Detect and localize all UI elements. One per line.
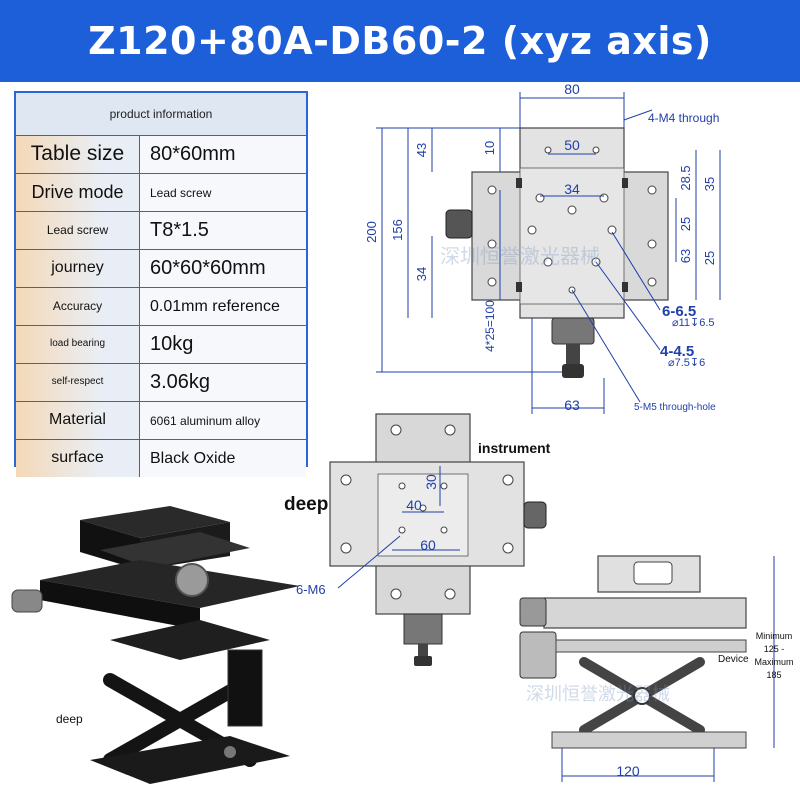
table-row: Table size 80*60mm — [16, 136, 306, 174]
callout-hole1: 6-6.5 — [662, 303, 696, 320]
row-value: 80*60mm — [140, 136, 306, 173]
dim-63-bottom: 63 — [564, 397, 580, 413]
deep-label-mid: deep — [284, 494, 329, 515]
dim-120: 120 — [616, 763, 640, 779]
dim-156: 156 — [390, 219, 405, 241]
row-value: 60*60*60mm — [140, 250, 306, 287]
device-label: Device — [718, 654, 749, 665]
dim-30: 30 — [423, 474, 439, 490]
callout-hole2: 4-4.5 — [660, 343, 694, 360]
row-label: self-respect — [16, 364, 140, 401]
table-row: Lead screw T8*1.5 — [16, 212, 306, 250]
row-value: 3.06kg — [140, 364, 306, 401]
dim-10: 10 — [482, 141, 497, 155]
row-value: Lead screw — [140, 174, 306, 211]
dim-50: 50 — [564, 137, 580, 153]
dim-43: 43 — [414, 143, 429, 157]
instrument-label: instrument — [478, 440, 551, 456]
table-row: Material 6061 aluminum alloy — [16, 402, 306, 440]
dim-34-left: 34 — [414, 267, 429, 281]
callout-hole1-sub: ⌀11↧6.5 — [672, 317, 715, 329]
row-value: T8*1.5 — [140, 212, 306, 249]
table-row: load bearing 10kg — [16, 326, 306, 364]
row-label: surface — [16, 440, 140, 477]
dim-40: 40 — [406, 497, 422, 513]
callout-m5: 5-M5 through-hole — [634, 402, 716, 413]
row-label: Material — [16, 402, 140, 439]
dim-28-5: 28.5 — [678, 165, 693, 190]
dim-200: 200 — [364, 221, 379, 243]
table-row: surface Black Oxide — [16, 440, 306, 477]
dim-63: 63 — [678, 249, 693, 263]
row-label: Accuracy — [16, 288, 140, 325]
dim-80: 80 — [564, 81, 580, 97]
row-label: journey — [16, 250, 140, 287]
title-bar: Z120+80A-DB60-2 (xyz axis) — [0, 0, 800, 82]
dim-25-b: 25 — [702, 251, 717, 265]
height-range-label: Minimum 125 - Maximum 185 — [754, 631, 794, 680]
table-row: self-respect 3.06kg — [16, 364, 306, 402]
table-row: Drive mode Lead screw — [16, 174, 306, 212]
dim-35: 35 — [702, 177, 717, 191]
dim-25: 25 — [678, 217, 693, 231]
watermark: 深圳恒誉激光器械 — [440, 244, 600, 268]
row-label: load bearing — [16, 326, 140, 363]
page-title: Z120+80A-DB60-2 (xyz axis) — [88, 19, 712, 63]
watermark: 深圳恒誉激光器械 — [526, 684, 670, 705]
row-value: 10kg — [140, 326, 306, 363]
row-label: Drive mode — [16, 174, 140, 211]
row-value: Black Oxide — [140, 440, 306, 477]
row-value: 6061 aluminum alloy — [140, 402, 306, 439]
callout-hole2-sub: ⌀7.5↧6 — [668, 357, 705, 369]
callout-m4: 4-M4 through — [648, 111, 719, 125]
dim-60: 60 — [420, 537, 436, 553]
row-label: Lead screw — [16, 212, 140, 249]
deep-label-photo: deep — [56, 712, 83, 726]
dim-4x25: 4*25=100 — [483, 300, 497, 352]
callout-m6: 6-M6 — [296, 582, 326, 597]
dim-34: 34 — [564, 181, 580, 197]
table-row: Accuracy 0.01mm reference — [16, 288, 306, 326]
table-row: journey 60*60*60mm — [16, 250, 306, 288]
spec-table-header: product information — [16, 93, 306, 136]
spec-table: product information Table size 80*60mm D… — [14, 91, 308, 477]
row-label: Table size — [16, 136, 140, 173]
row-value: 0.01mm reference — [140, 288, 306, 325]
